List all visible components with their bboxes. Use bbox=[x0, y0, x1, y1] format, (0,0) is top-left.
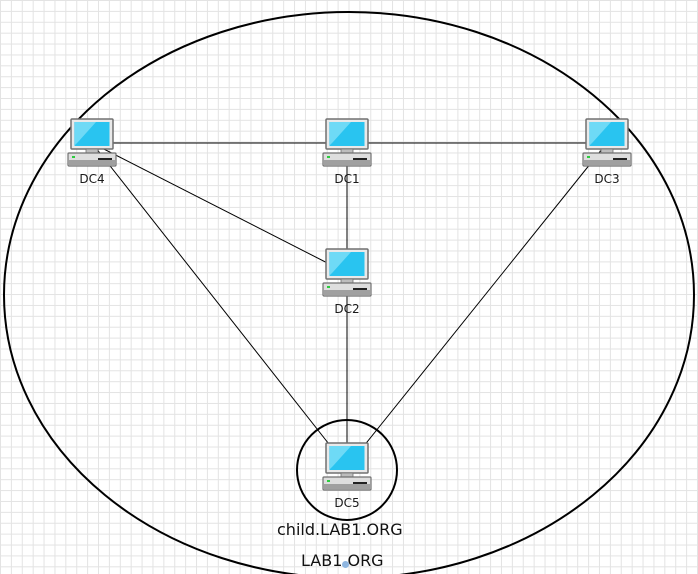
node-dc3[interactable]: DC3 bbox=[577, 118, 637, 186]
node-label-dc2: DC2 bbox=[334, 302, 360, 316]
node-dc5[interactable]: DC5 bbox=[317, 442, 377, 510]
link-dc4-dc2[interactable] bbox=[91, 142, 348, 274]
node-label-dc4: DC4 bbox=[79, 172, 105, 186]
link-dc3-dc5[interactable] bbox=[346, 142, 608, 468]
computer-icon bbox=[317, 442, 377, 492]
node-dc2[interactable]: DC2 bbox=[317, 248, 377, 316]
outer-domain-ellipse[interactable] bbox=[3, 11, 695, 574]
computer-icon bbox=[62, 118, 122, 168]
outer-domain-label: LAB1.ORG bbox=[301, 551, 384, 570]
computer-icon bbox=[317, 248, 377, 298]
computer-icon bbox=[577, 118, 637, 168]
node-dc4[interactable]: DC4 bbox=[62, 118, 122, 186]
node-label-dc5: DC5 bbox=[334, 496, 360, 510]
selection-handle[interactable] bbox=[342, 561, 349, 568]
node-dc1[interactable]: DC1 bbox=[317, 118, 377, 186]
node-label-dc3: DC3 bbox=[594, 172, 620, 186]
node-label-dc1: DC1 bbox=[334, 172, 360, 186]
computer-icon bbox=[317, 118, 377, 168]
link-dc4-dc5[interactable] bbox=[91, 142, 348, 468]
child-domain-label: child.LAB1.ORG bbox=[277, 520, 403, 539]
